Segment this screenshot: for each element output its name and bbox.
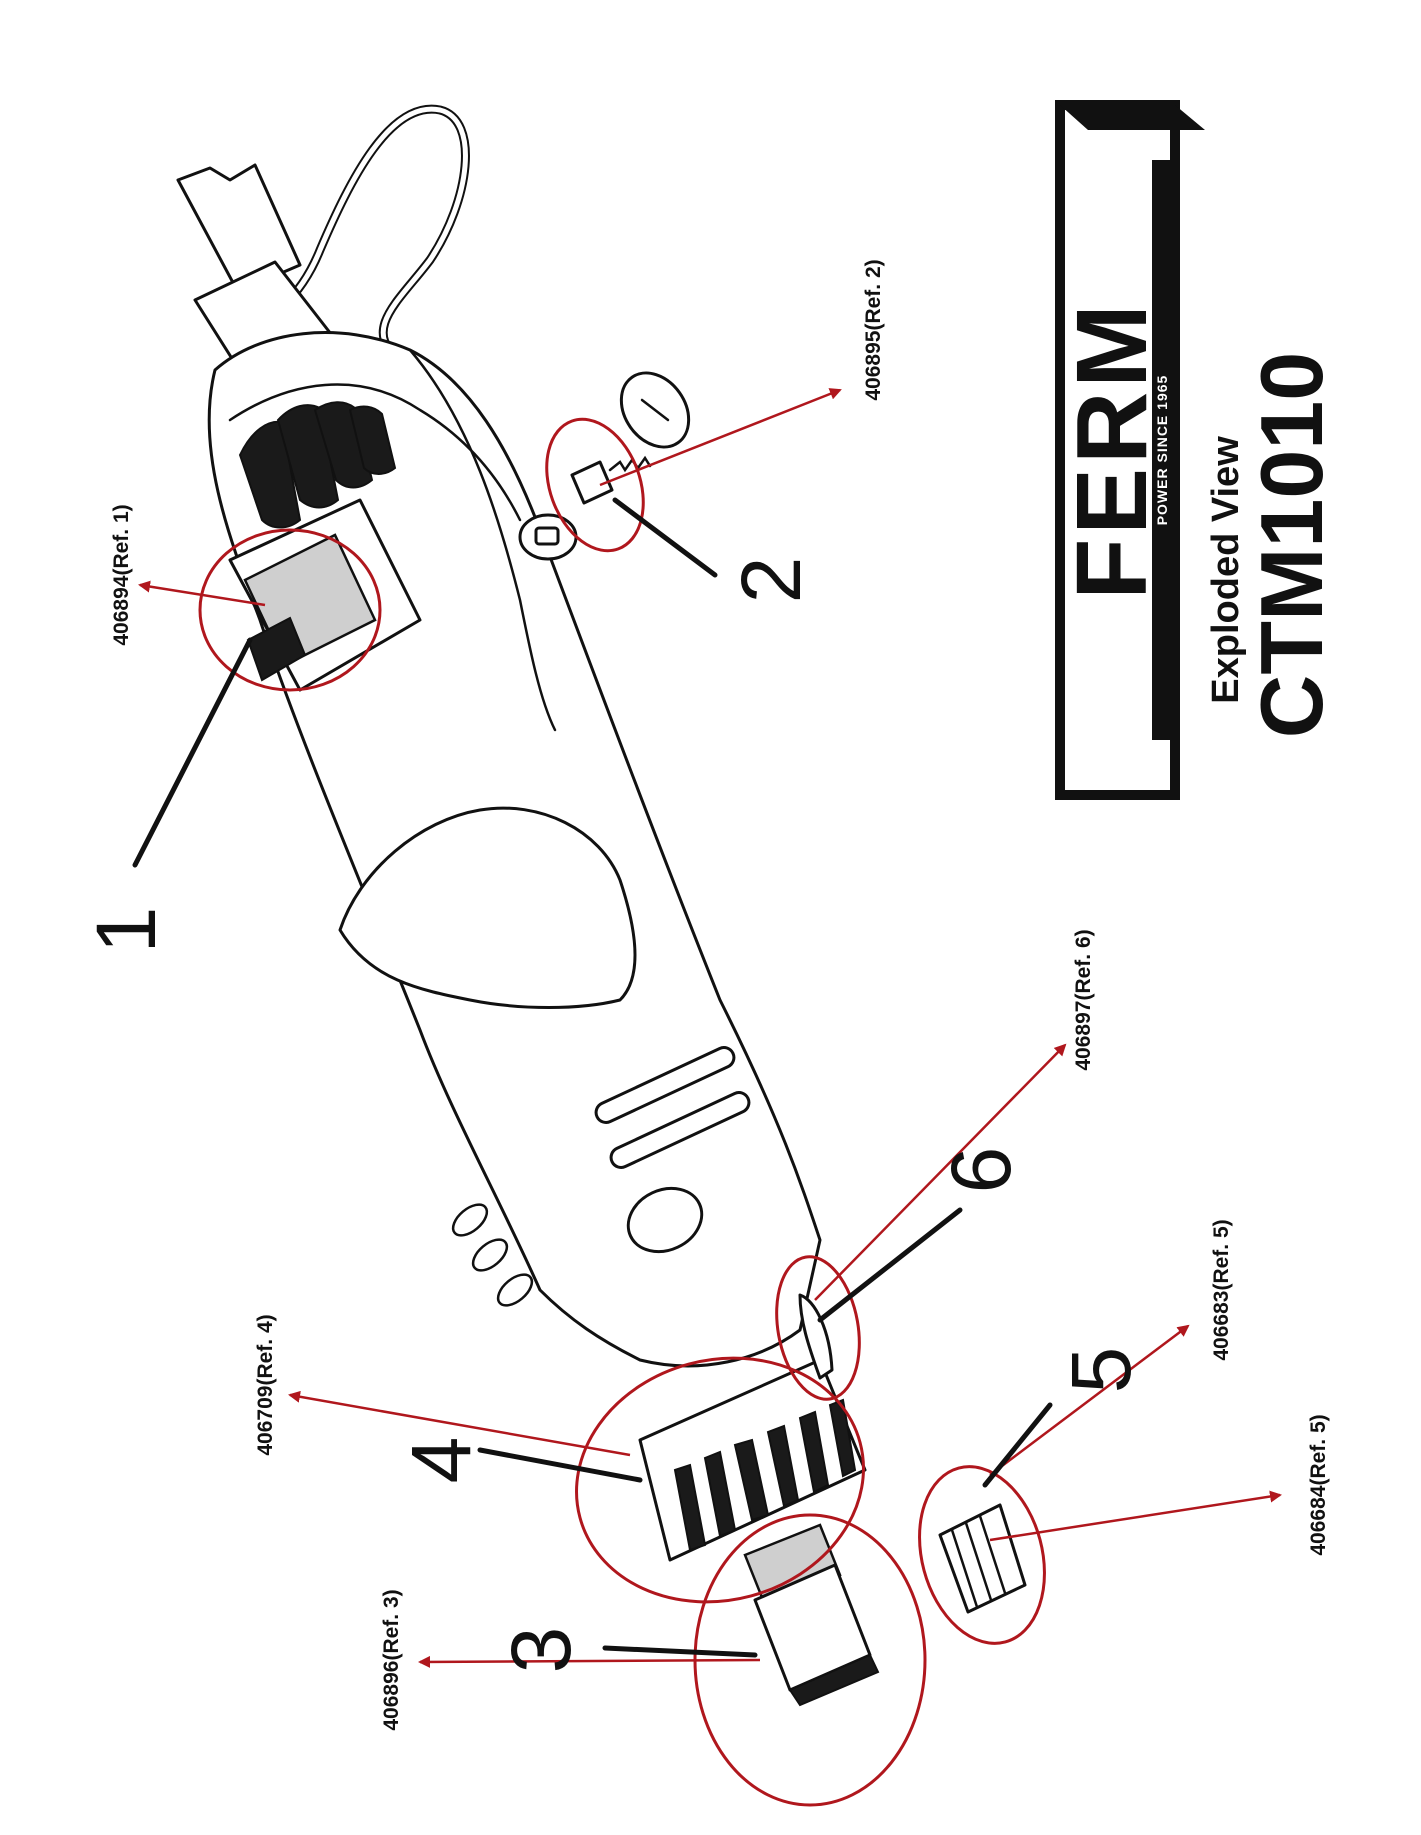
collar-ribs	[673, 1398, 857, 1552]
brush-cap-disc-slot	[640, 398, 670, 422]
front-vents	[594, 1046, 751, 1169]
side-grip-bumps	[451, 1203, 534, 1307]
callout-number-1: 1	[79, 907, 173, 954]
part-label-ref-1: 406894(Ref. 1)	[110, 504, 133, 645]
part-label-ref-6: 406897(Ref. 6)	[1072, 929, 1095, 1070]
rotary-tool-illustration	[176, 104, 1027, 1707]
exploded-view-subtitle: Exploded View	[1205, 436, 1247, 704]
rear-cap-seam	[228, 383, 522, 522]
front-cap-tip	[798, 1293, 834, 1380]
part-arrows	[138, 388, 1282, 1668]
arrow-ref-5a	[989, 1324, 1190, 1476]
arrow-ref-5b	[989, 1490, 1282, 1542]
power-cord-inner	[225, 106, 468, 363]
callout-numbers: 1 2 3 4 5 6	[79, 557, 1148, 1674]
leader-2	[612, 497, 718, 578]
callout-number-3: 3	[494, 1627, 588, 1674]
arrow-ref-1	[138, 580, 266, 607]
ferm-logo-text: FERM	[1056, 300, 1168, 599]
leader-lines	[132, 497, 1053, 1658]
rear-vent-slots	[238, 401, 397, 529]
ferm-logo: FERM POWER SINCE 1965	[1055, 100, 1205, 800]
callout-ring-1	[198, 528, 382, 692]
leader-6	[817, 1207, 963, 1323]
part-label-ref-2: 406895(Ref. 2)	[862, 259, 885, 400]
leader-3	[602, 1645, 758, 1658]
arrow-ref-4	[288, 1390, 631, 1457]
ferm-tagline-bar	[1152, 160, 1172, 740]
ferm-tagline: POWER SINCE 1965	[1154, 375, 1170, 526]
part-label-ref-5b: 406684(Ref. 5)	[1307, 1414, 1330, 1555]
callout-ring-6	[775, 1255, 861, 1401]
part-label-ref-5a: 406683(Ref. 5)	[1210, 1219, 1233, 1360]
arrow-ref-6	[814, 1043, 1067, 1301]
callout-number-4: 4	[394, 1437, 488, 1484]
arrow-ref-2	[599, 388, 842, 487]
callout-number-5: 5	[1054, 1347, 1148, 1394]
callout-number-2: 2	[724, 557, 818, 604]
callout-number-6: 6	[934, 1147, 1028, 1194]
ferm-logo-shadow	[1060, 105, 1205, 130]
callout-ring-5	[918, 1465, 1046, 1645]
part-label-ref-3: 406896(Ref. 3)	[380, 1589, 403, 1730]
on-off-switch-rocker	[246, 616, 307, 682]
collet-insert-grooves	[950, 1514, 1007, 1609]
part-label-ref-4: 406709(Ref. 4)	[254, 1314, 277, 1455]
callout-ring-4	[575, 1356, 865, 1604]
carbon-brush	[570, 460, 614, 505]
model-number: CTM1010	[1242, 352, 1341, 738]
brush-cap-slot	[534, 526, 560, 546]
arrow-ref-3	[418, 1655, 761, 1668]
leader-1	[132, 637, 253, 868]
side-ridge	[408, 348, 557, 732]
grip-panel	[338, 806, 637, 1009]
brand-block: FERM POWER SINCE 1965 Exploded View CTM1…	[1055, 100, 1341, 800]
leader-4	[477, 1447, 643, 1483]
part-number-labels: 406894(Ref. 1) 406895(Ref. 2) 406896(Ref…	[110, 259, 1330, 1730]
leader-5	[982, 1402, 1053, 1488]
spindle-lock-button	[626, 1186, 704, 1254]
collet-nut-tip	[788, 1653, 880, 1707]
